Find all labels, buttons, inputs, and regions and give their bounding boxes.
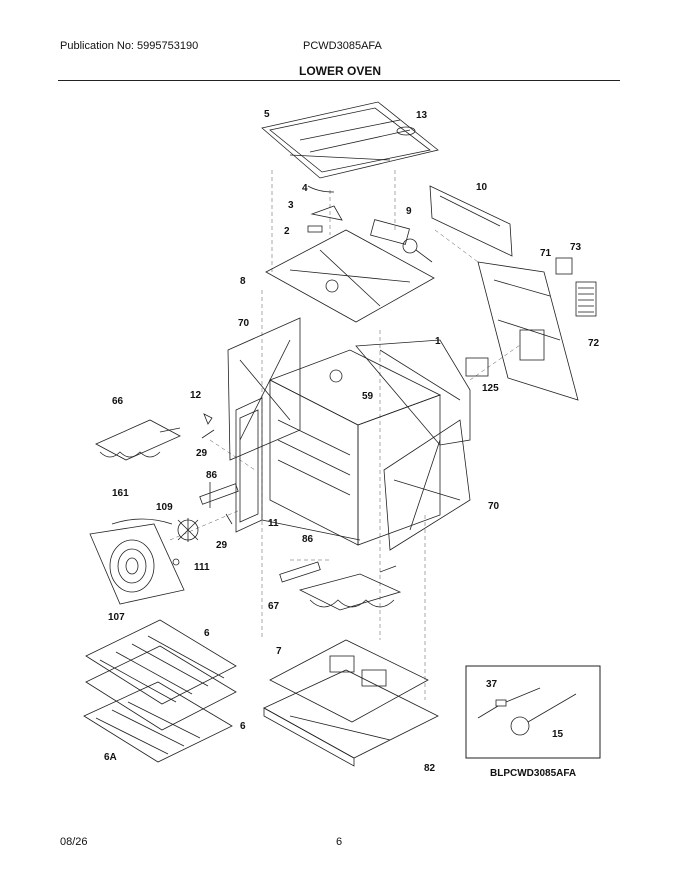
part-12-sensor — [203, 413, 213, 425]
part-86-sensor-b — [279, 561, 321, 583]
label-12: 12 — [190, 390, 202, 401]
model-number: PCWD3085AFA — [303, 40, 382, 52]
part-37-probe — [477, 705, 499, 719]
part-125-component — [465, 357, 489, 377]
part-82-bottom-frame — [263, 669, 439, 767]
part-73-plate — [555, 257, 573, 275]
label-161: 161 — [112, 488, 129, 499]
label-4: 4 — [302, 183, 308, 194]
part-72-vent — [575, 281, 597, 317]
part-1-inner-panel — [355, 339, 471, 446]
part-8-top-liner — [265, 229, 435, 323]
part-67-bake-element — [298, 565, 402, 611]
part-15-meat-probe — [510, 716, 530, 736]
label-6-top: 6 — [204, 628, 210, 639]
label-111: 111 — [194, 562, 210, 573]
label-73: 73 — [570, 242, 582, 253]
label-13: 13 — [416, 110, 428, 121]
label-11: 11 — [268, 518, 279, 529]
part-107-convection-cover — [89, 523, 185, 605]
part-66-broil-element — [95, 419, 181, 461]
label-8: 8 — [240, 276, 246, 287]
part-5-top-panel — [261, 101, 439, 179]
label-66: 66 — [112, 396, 124, 407]
part-37-connector — [495, 699, 507, 707]
label-71: 71 — [540, 248, 552, 259]
part-71-rear-panel — [477, 261, 579, 401]
header-rule — [58, 80, 620, 81]
part-2-clip — [307, 225, 323, 233]
page-number: 6 — [336, 836, 343, 848]
part-7-bottom-panel — [269, 639, 429, 723]
label-6-bottom: 6 — [240, 721, 246, 732]
page-title: LOWER OVEN — [298, 64, 381, 78]
publication-number: Publication No: 5995753190 — [60, 40, 199, 52]
label-82: 82 — [424, 763, 436, 774]
label-9: 9 — [406, 206, 412, 217]
inset-code: BLPCWD3085AFA — [490, 768, 576, 779]
label-72: 72 — [588, 338, 600, 349]
part-29-screw-b — [225, 513, 233, 525]
part-11-frame — [235, 397, 361, 541]
label-125: 125 — [482, 383, 499, 394]
label-67: 67 — [268, 601, 280, 612]
label-6A: 6A — [104, 752, 117, 763]
part-6-oven-racks — [85, 619, 237, 731]
part-29-screw-a — [201, 429, 215, 439]
label-5: 5 — [264, 109, 270, 120]
label-2: 2 — [284, 226, 290, 237]
part-111-screw — [172, 558, 180, 566]
assembly-guide-lines — [169, 170, 521, 700]
part-161-gasket — [111, 518, 173, 525]
label-107: 107 — [108, 612, 125, 623]
part-70-side-panel-left — [227, 317, 301, 461]
label-86-top: 86 — [206, 470, 218, 481]
part-70-side-panel-right — [383, 419, 471, 551]
label-7: 7 — [276, 646, 282, 657]
oven-cavity — [269, 349, 442, 546]
part-9-fan-motor — [370, 219, 433, 263]
label-37: 37 — [486, 679, 498, 690]
label-29-bottom: 29 — [216, 540, 228, 551]
part-6A-rolling-rack — [83, 681, 233, 763]
label-29-top: 29 — [196, 448, 208, 459]
label-70-top: 70 — [238, 318, 250, 329]
footer-date: 08/26 — [60, 836, 88, 848]
part-4-wire — [307, 185, 335, 193]
label-3: 3 — [288, 200, 294, 211]
part-10-rear-cover — [429, 185, 513, 257]
label-1: 1 — [435, 336, 441, 347]
inset-box — [465, 665, 601, 759]
label-70-right: 70 — [488, 501, 500, 512]
label-59: 59 — [362, 391, 374, 402]
label-109: 109 — [156, 502, 173, 513]
label-86-bottom: 86 — [302, 534, 314, 545]
label-15: 15 — [552, 729, 564, 740]
part-109-fan-blade — [177, 518, 199, 542]
part-86-sensor-a — [199, 482, 239, 508]
part-3-bracket — [310, 205, 343, 221]
label-10: 10 — [476, 182, 488, 193]
